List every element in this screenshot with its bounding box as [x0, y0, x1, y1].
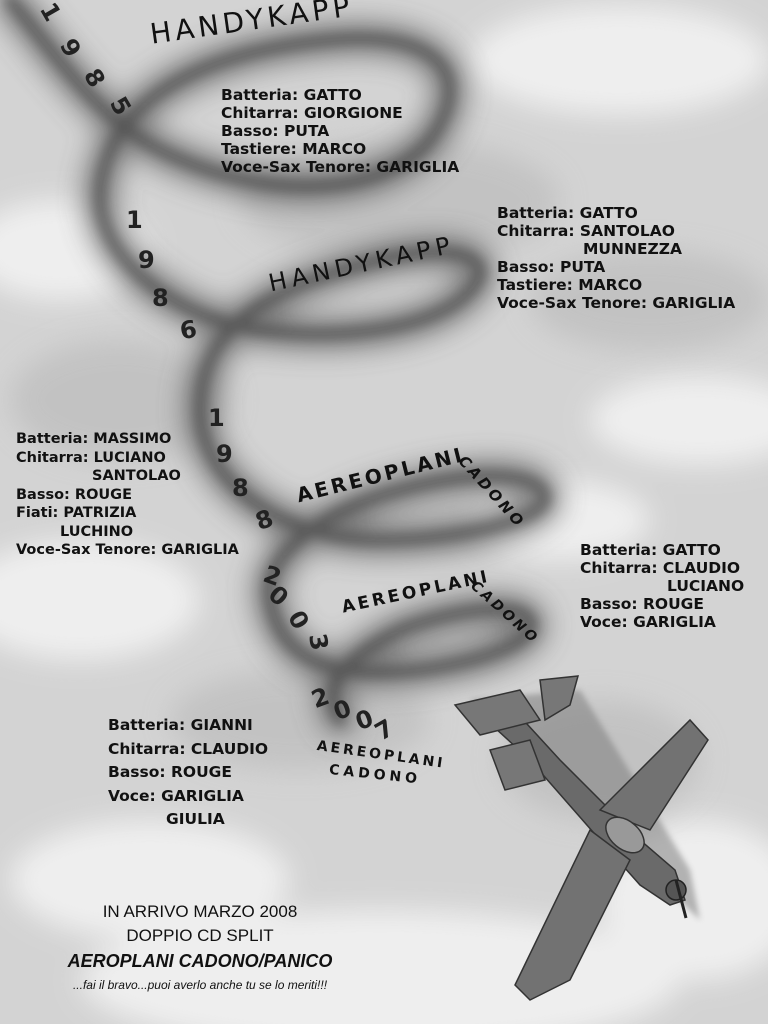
lineup-row: Chitarra: CLAUDIO [580, 559, 741, 577]
lineup-row: MUNNEZZA [583, 240, 683, 258]
release-announcement: IN ARRIVO MARZO 2008 DOPPIO CD SPLIT AER… [0, 900, 400, 996]
year-digit: 1 [208, 404, 225, 432]
lineup-row: Basso: ROUGE [108, 763, 232, 781]
year-digit: 8 [152, 284, 169, 312]
lineup-row: Voce: GARIGLIA [108, 786, 244, 805]
lineup-row: Batteria: GATTO [497, 204, 638, 222]
airplane [453, 675, 709, 1001]
lineup-row: SANTOLAO [92, 468, 181, 484]
smoke-trail-core [4, 0, 551, 726]
lineup-row: Basso: ROUGE [580, 595, 704, 613]
announcement-tagline: ...fai il bravo...puoi averlo anche tu s… [72, 978, 328, 992]
lineup-row: Tastiere: MARCO [221, 140, 367, 158]
lineup-row: Voce-Sax Tenore: GARIGLIA [497, 294, 736, 312]
announcement-title: AEROPLANI CADONO/PANICO [67, 951, 333, 971]
lineup-row: Voce-Sax Tenore: GARIGLIA [221, 158, 460, 176]
lineup-row: Voce-Sax Tenore: GARIGLIA [16, 542, 239, 558]
year-digit: 9 [138, 246, 155, 274]
lineup-row: Chitarra: LUCIANO [16, 449, 166, 466]
lineup-row: Batteria: GATTO [221, 86, 362, 104]
lineup-row: LUCIANO [667, 577, 745, 595]
year-digit: 1 [126, 206, 143, 234]
lineup-row: Voce: GARIGLIA [580, 613, 716, 631]
lineup-1985: Batteria: GATTO Chitarra: GIORGIONE Bass… [221, 86, 459, 176]
lineup-row: Batteria: GATTO [580, 541, 721, 559]
announcement-format: DOPPIO CD SPLIT [126, 926, 274, 945]
announcement-date: IN ARRIVO MARZO 2008 [102, 902, 298, 921]
lineup-row: Tastiere: MARCO [497, 276, 643, 294]
lineup-row: Basso: PUTA [221, 122, 330, 140]
lineup-2003: Batteria: GATTO Chitarra: CLAUDIO LUCIAN… [580, 541, 744, 631]
lineup-row: Chitarra: SANTOLAO [497, 222, 675, 240]
lineup-row: GIULIA [166, 810, 225, 828]
lineup-row: Chitarra: CLAUDIO [108, 739, 269, 758]
year-digit: 9 [216, 440, 233, 468]
lineup-2007: Batteria: GIANNI Chitarra: CLAUDIO Basso… [108, 714, 268, 832]
lineup-1988: Batteria: MASSIMO Chitarra: LUCIANO SANT… [16, 430, 239, 560]
lineup-1986: Batteria: GATTO Chitarra: SANTOLAO MUNNE… [497, 204, 735, 312]
lineup-row: Fiati: PATRIZIA [16, 505, 137, 521]
year-digit: 8 [232, 474, 249, 502]
lineup-row: LUCHINO [60, 523, 134, 540]
lineup-row: Batteria: GIANNI [108, 716, 253, 734]
lineup-row: Basso: ROUGE [16, 486, 132, 503]
lineup-row: Chitarra: GIORGIONE [221, 104, 403, 122]
lineup-row: Basso: PUTA [497, 258, 606, 276]
lineup-row: Batteria: MASSIMO [16, 431, 172, 447]
